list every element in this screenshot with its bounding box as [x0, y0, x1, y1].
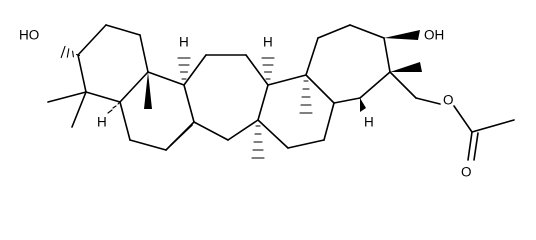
- acetyl-group: [453, 105, 515, 161]
- ring-b: [119, 71, 195, 151]
- ring-fusion-h-top-right: [261, 57, 275, 80]
- hydroxyl-right-wedge: [384, 30, 420, 40]
- hydroxyl-right-label: OH: [424, 28, 444, 43]
- gem-dimethyl-left: [47, 91, 87, 128]
- ring-fusion-h-left: [107, 101, 121, 114]
- chemical-structure: HO H H: [19, 24, 515, 180]
- hydroxyl-left-label: HO: [19, 28, 39, 43]
- hydrogen-label-top-right: H: [263, 35, 273, 50]
- hydroxyl-left-hash: [60, 45, 81, 59]
- methyl-wedge-left: [144, 72, 152, 109]
- hydrogen-label-left: H: [97, 115, 107, 130]
- ring-fusion-h-right-wedge: [360, 98, 366, 112]
- acetoxymethyl-chain: [389, 71, 441, 105]
- hydrogen-label-right: H: [364, 115, 374, 130]
- ring-fusion-h-top-left: [177, 57, 191, 80]
- ester-oxygen-label: O: [443, 93, 454, 108]
- ring-d: [257, 74, 335, 149]
- methyl-hash-right: [299, 80, 313, 114]
- methyl-wedge-right: [390, 62, 422, 72]
- carbonyl-oxygen-label: O: [461, 165, 472, 180]
- ring-e: [305, 24, 391, 104]
- ring-c-seven: [183, 54, 269, 141]
- methyl-hash-center: [251, 125, 265, 159]
- ring-a: [77, 24, 149, 103]
- hydrogen-label-top-left: H: [179, 35, 189, 50]
